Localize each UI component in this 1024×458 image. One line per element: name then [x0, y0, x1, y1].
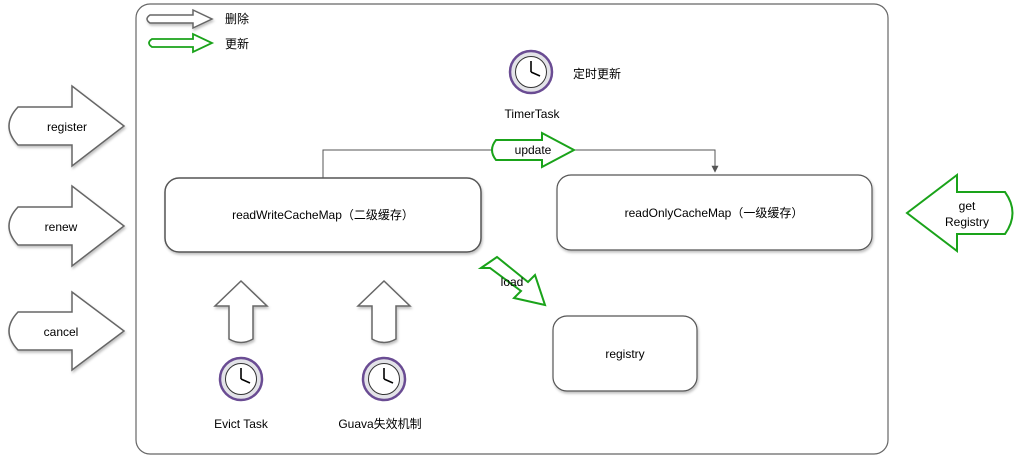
- legend: 删除 更新: [146, 8, 249, 54]
- evict-clock-icon: [218, 356, 264, 402]
- guava-up-arrow-icon: [356, 279, 412, 344]
- registry-box: [552, 315, 698, 392]
- read-write-cache-label: readWriteCacheMap（二级缓存）: [232, 208, 414, 222]
- server-container: [135, 3, 889, 455]
- legend-delete-label: 删除: [225, 11, 249, 26]
- get-registry-line1: get: [959, 199, 976, 213]
- timer-task-label: TimerTask: [505, 107, 561, 121]
- load-arrow: load: [477, 255, 547, 307]
- legend-delete-arrow-icon: [146, 8, 214, 30]
- read-only-cache-label: readOnlyCacheMap（一级缓存）: [625, 206, 804, 220]
- renew-label: renew: [45, 220, 78, 234]
- load-label: load: [501, 275, 524, 289]
- cancel-arrow: cancel: [8, 290, 126, 372]
- evict-up-arrow-icon: [213, 279, 269, 344]
- read-only-cache-box: [556, 174, 873, 251]
- registry-label: registry: [605, 347, 644, 361]
- timer-caption: 定时更新: [573, 66, 621, 81]
- guava-label: Guava失效机制: [338, 416, 421, 431]
- get-registry-arrow: get Registry: [905, 172, 1014, 254]
- legend-update-arrow-icon: [148, 32, 215, 54]
- update-arrow: update: [491, 131, 577, 169]
- legend-update-label: 更新: [225, 36, 249, 51]
- get-registry-arrow-icon: [905, 172, 1014, 254]
- guava-clock-icon: [361, 356, 407, 402]
- register-arrow-icon: [8, 84, 126, 168]
- register-arrow: register: [8, 84, 126, 168]
- cancel-label: cancel: [44, 325, 79, 339]
- renew-arrow-icon: [8, 184, 126, 268]
- update-arrow-icon: [491, 131, 577, 169]
- update-label: update: [515, 143, 552, 157]
- evict-task-label: Evict Task: [214, 417, 269, 431]
- load-arrow-icon: [477, 255, 547, 307]
- renew-arrow: renew: [8, 184, 126, 268]
- get-registry-line2: Registry: [945, 215, 989, 229]
- register-label: register: [47, 120, 87, 134]
- timer-clock-icon: [508, 49, 554, 95]
- cancel-arrow-icon: [8, 290, 126, 372]
